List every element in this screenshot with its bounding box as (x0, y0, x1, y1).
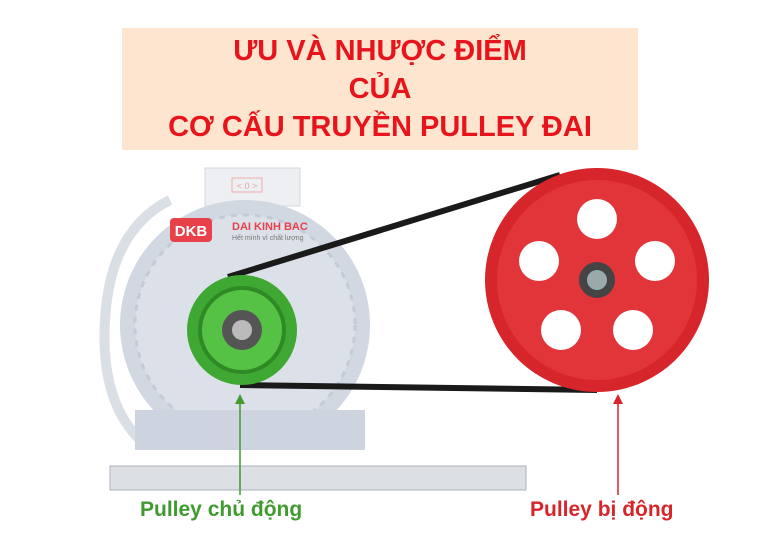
logo-mark: DKB (175, 223, 208, 240)
belt (227, 172, 598, 393)
title-banner: ƯU VÀ NHƯỢC ĐIỂM CỦA CƠ CẤU TRUYỀN PULLE… (122, 28, 638, 150)
logo-name: DAI KINH BAC (232, 221, 308, 233)
driven-pulley (485, 168, 709, 392)
driven-pulley-label: Pulley bị động (530, 498, 674, 521)
title-line-2: CỦA (348, 73, 412, 105)
driver-pulley (187, 275, 297, 385)
driven-arrow (613, 394, 623, 495)
logo: DKB DAI KINH BAC Hết mình vì chất lượng (170, 218, 308, 242)
title-line-3: CƠ CẤU TRUYỀN PULLEY ĐAI (168, 111, 592, 143)
motor-display: < 0 > (237, 181, 258, 191)
driver-arrow (235, 394, 245, 495)
title-line-1: ƯU VÀ NHƯỢC ĐIỂM (233, 35, 527, 67)
driver-pulley-label: Pulley chủ động (140, 498, 303, 521)
base-rail (109, 465, 527, 491)
logo-slogan: Hết mình vì chất lượng (232, 233, 304, 242)
